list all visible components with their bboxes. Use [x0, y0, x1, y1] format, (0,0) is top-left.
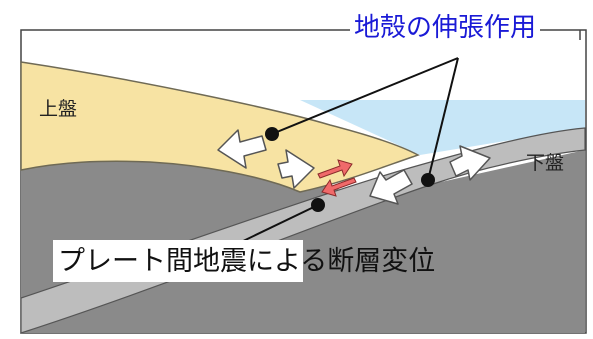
upper-plate	[20, 61, 420, 193]
pointer-dots	[265, 127, 435, 187]
sea	[300, 100, 585, 155]
pointer-lines	[271, 57, 459, 181]
lower-crust	[21, 150, 585, 333]
pointer-line-left	[271, 57, 459, 135]
lower-plate-label: 下盤	[526, 152, 565, 174]
white-arrow-slab-up	[449, 145, 491, 181]
red-arrow-upper	[317, 159, 353, 179]
caption-pointer-dot	[311, 198, 325, 212]
upper-plate-label: 上盤	[39, 98, 78, 120]
caption-label: プレート間地震による断層変位	[58, 246, 436, 277]
white-arrow-upper-left	[217, 129, 267, 169]
pointer-line-right	[427, 57, 459, 181]
red-arrows	[317, 159, 357, 197]
caption-box	[53, 240, 303, 282]
pointer-dot-upper	[265, 127, 279, 141]
white-arrow-slab-down	[369, 169, 413, 205]
pointer-dot-slab	[421, 173, 435, 187]
white-arrows	[217, 129, 491, 205]
title-label: 地殻の伸張作用	[350, 15, 541, 41]
white-arrow-upper-right	[277, 149, 315, 189]
red-arrow-lower	[321, 177, 357, 197]
